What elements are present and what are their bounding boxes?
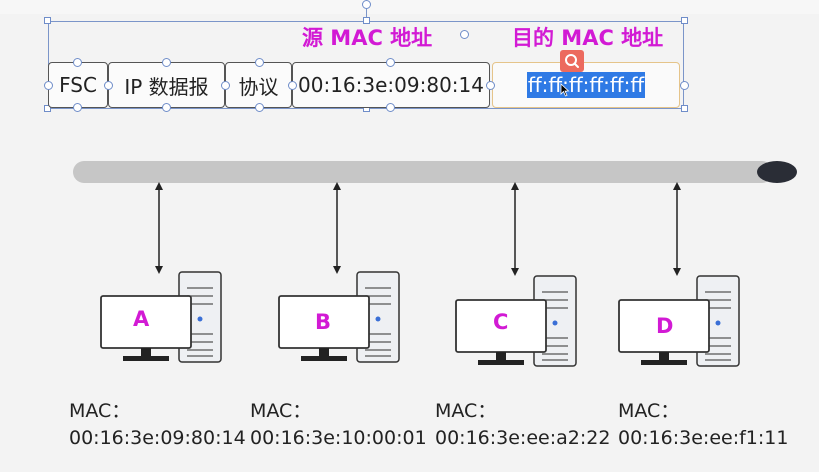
host-d-mac-label: MAC： xyxy=(618,400,680,422)
field-handle-src-top[interactable] xyxy=(386,58,395,67)
computer-d-icon xyxy=(618,275,740,367)
group-handle-fsc[interactable] xyxy=(104,81,113,90)
computer-a-icon xyxy=(100,271,222,363)
host-c-label: C xyxy=(493,310,509,334)
destination-mac-header: 目的 MAC 地址 xyxy=(512,26,664,50)
field-handle-fsc-bottom[interactable] xyxy=(73,103,82,112)
source-mac-header: 源 MAC 地址 xyxy=(302,26,433,50)
host-c-mac-label: MAC： xyxy=(435,400,497,422)
resize-handle-bottom-right[interactable] xyxy=(681,105,688,112)
text-cursor-icon xyxy=(560,83,570,97)
field-source-mac-label: 00:16:3e:09:80:14 xyxy=(298,73,484,97)
rotation-handle[interactable] xyxy=(362,0,371,9)
field-handle-ip-bottom[interactable] xyxy=(162,103,171,112)
host-c-mac: MAC： 00:16:3e:ee:a2:22 xyxy=(435,398,610,452)
host-d-label: D xyxy=(656,314,674,338)
host-b-mac: MAC： 00:16:3e:10:00:01 xyxy=(250,398,427,452)
host-b-mac-label: MAC： xyxy=(250,400,312,422)
host-a-label: A xyxy=(133,307,150,331)
field-handle-ip-top[interactable] xyxy=(162,58,171,67)
resize-handle-top-center[interactable] xyxy=(363,17,370,24)
computer-b-icon xyxy=(278,271,400,363)
group-handle-src[interactable] xyxy=(486,81,495,90)
field-ip-datagram[interactable]: IP 数据报 xyxy=(108,62,225,108)
field-handle-src-bottom[interactable] xyxy=(386,103,395,112)
field-protocol-label: 协议 xyxy=(238,74,279,99)
field-fsc-label: FSC xyxy=(59,73,97,97)
resize-handle-top-right[interactable] xyxy=(681,17,688,24)
resize-handle-top-left[interactable] xyxy=(44,17,51,24)
field-handle-fsc-top[interactable] xyxy=(73,58,82,67)
search-button[interactable] xyxy=(560,50,584,72)
field-handle-protocol-bottom[interactable] xyxy=(255,103,264,112)
host-a-mac: MAC： 00:16:3e:09:80:14 xyxy=(69,398,246,452)
top-strip xyxy=(0,0,819,14)
search-icon xyxy=(565,54,579,68)
group-handle-right[interactable] xyxy=(680,81,689,90)
group-handle-left[interactable] xyxy=(44,81,53,90)
computer-c-icon xyxy=(455,275,577,367)
host-b-mac-value: 00:16:3e:10:00:01 xyxy=(250,427,427,449)
network-bus xyxy=(73,161,797,183)
field-ip-datagram-label: IP 数据报 xyxy=(124,74,209,99)
field-handle-protocol-top[interactable] xyxy=(255,58,264,67)
resize-handle-bottom-left[interactable] xyxy=(44,105,51,112)
host-c-mac-value: 00:16:3e:ee:a2:22 xyxy=(435,427,611,449)
group-handle-protocol[interactable] xyxy=(288,81,297,90)
host-a-mac-value: 00:16:3e:09:80:14 xyxy=(69,427,246,449)
host-d-mac-value: 00:16:3e:ee:f1:11 xyxy=(618,427,789,449)
rotation-handle-stem xyxy=(366,5,367,21)
header-handle[interactable] xyxy=(460,30,469,39)
host-a-mac-label: MAC： xyxy=(69,400,131,422)
field-destination-mac-label[interactable]: ff:ff:ff:ff:ff:ff xyxy=(526,72,646,98)
field-destination-mac[interactable]: ff:ff:ff:ff:ff:ff xyxy=(492,62,680,108)
host-b-label: B xyxy=(315,310,332,334)
group-handle-ip[interactable] xyxy=(221,81,230,90)
host-d-mac: MAC： 00:16:3e:ee:f1:11 xyxy=(618,398,788,452)
